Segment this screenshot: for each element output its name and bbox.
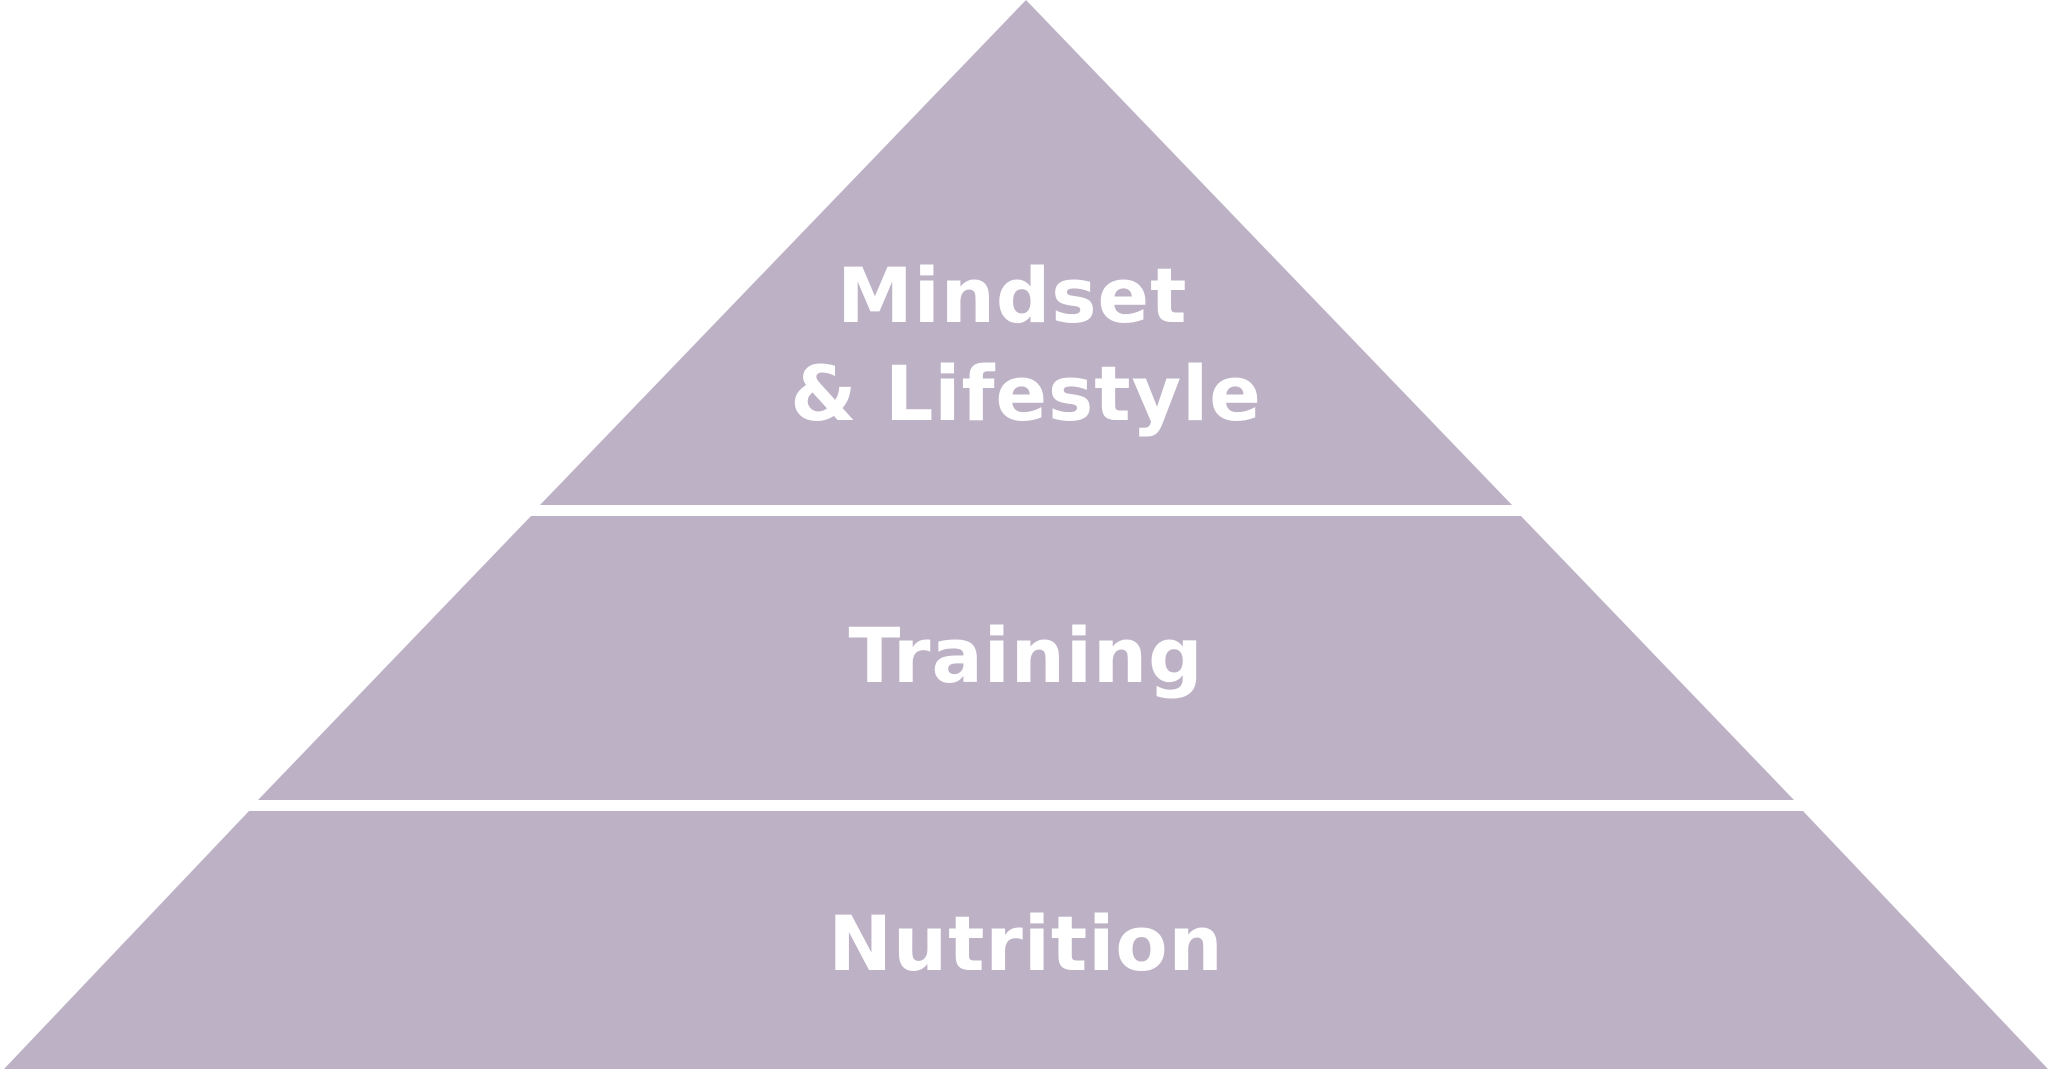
pyramid-tier-bottom (4, 811, 2048, 1069)
pyramid-tier-top (540, 0, 1512, 505)
pyramid-tier-middle (258, 516, 1794, 800)
tier-middle-label-line-1: Training (849, 611, 1204, 700)
tier-top-label-line-2: & Lifestyle (790, 349, 1262, 438)
tier-bottom-label: Nutrition (828, 899, 1223, 988)
tier-middle-label: Training (849, 611, 1204, 700)
tier-top-label: Mindset & Lifestyle (790, 251, 1262, 438)
tier-bottom-label-line-1: Nutrition (828, 899, 1223, 988)
tier-top-label-line-1: Mindset (837, 251, 1187, 340)
